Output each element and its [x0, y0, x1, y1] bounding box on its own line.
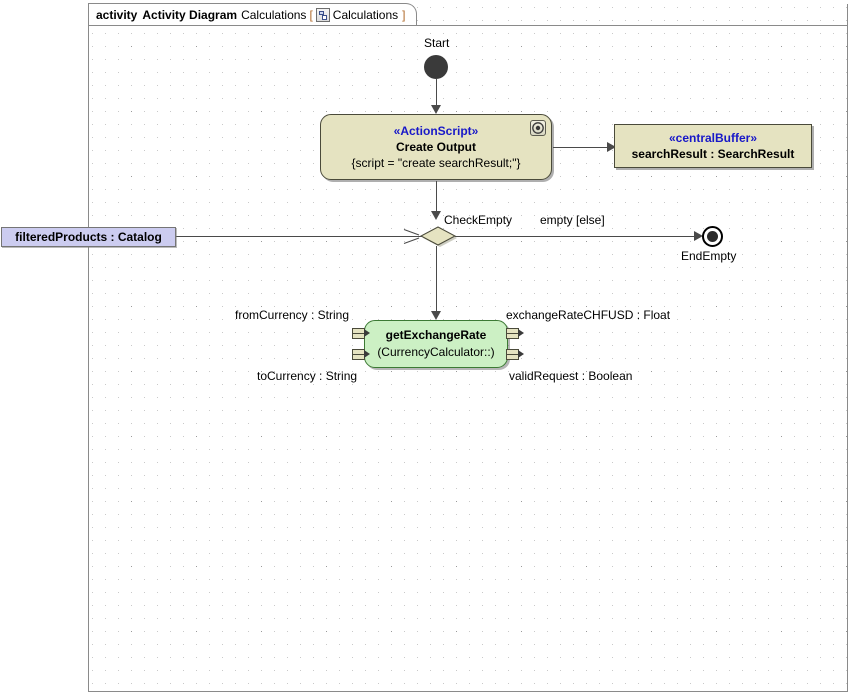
decision-guard-label: empty [else]: [540, 213, 605, 227]
output-pin-label-exchange-rate: exchangeRateCHFUSD : Float: [506, 308, 671, 322]
input-pin-from-currency-arrow: [364, 329, 370, 337]
create-output-stereotype: «ActionScript»: [393, 123, 479, 138]
central-buffer-node[interactable]: «centralBuffer» searchResult : SearchRes…: [614, 124, 812, 168]
start-label: Start: [424, 36, 450, 50]
central-buffer-name: searchResult : SearchResult: [631, 146, 795, 161]
input-pin-to-currency-arrow: [364, 350, 370, 358]
bracket-close: ]: [402, 7, 406, 22]
edge-get-exchange-rate-arrowhead: [431, 311, 441, 320]
create-output-name: Create Output: [395, 139, 476, 154]
decision-label-check-empty: CheckEmpty: [444, 213, 513, 227]
edge-start-to-create-output: [436, 79, 437, 107]
diagram-context-name[interactable]: Calculations: [332, 7, 399, 22]
diagram-keyword: activity: [96, 7, 138, 22]
action-node-create-output[interactable]: «ActionScript» Create Output {script = "…: [320, 114, 552, 180]
edge-decision-arrowhead: [431, 211, 441, 220]
central-buffer-stereotype: «centralBuffer»: [668, 130, 758, 145]
final-node-end-empty[interactable]: [702, 226, 723, 247]
edge-start-arrowhead: [431, 105, 441, 114]
end-empty-label: EndEmpty: [681, 249, 737, 263]
input-pin-label-from-currency: fromCurrency : String: [235, 308, 350, 322]
output-pin-label-valid-request: validRequest : Boolean: [509, 369, 633, 383]
call-behavior-action-get-exchange-rate[interactable]: getExchangeRate (CurrencyCalculator::): [364, 320, 508, 368]
edge-create-output-to-buffer: [553, 147, 610, 148]
edge-end-empty-arrowhead: [694, 231, 703, 241]
output-pin-exchange-rate-arrow: [518, 329, 524, 337]
edge-buffer-arrowhead: [607, 142, 616, 152]
diagram-type-label: Activity Diagram: [142, 7, 238, 22]
edge-decision-to-end-empty: [455, 236, 698, 237]
diagram-frame: [88, 4, 848, 692]
filtered-products-label: filteredProducts : Catalog: [15, 230, 162, 244]
script-badge-icon[interactable]: [530, 120, 546, 136]
edge-filtered-products-to-decision: [176, 236, 422, 237]
get-exchange-rate-name: getExchangeRate: [385, 328, 487, 342]
decision-node-check-empty[interactable]: [418, 224, 457, 247]
diagram-frame-top-edge: [88, 25, 848, 26]
output-pin-valid-request-arrow: [518, 350, 524, 358]
edge-create-output-to-decision: [436, 181, 437, 213]
input-pin-label-to-currency: toCurrency : String: [257, 369, 358, 383]
bracket-open: [: [309, 7, 313, 22]
edge-decision-to-get-exchange-rate: [436, 246, 437, 314]
initial-node-start[interactable]: [424, 55, 448, 79]
get-exchange-rate-behavior: (CurrencyCalculator::): [377, 345, 495, 359]
create-output-property: {script = "create searchResult;"}: [351, 155, 521, 170]
diagram-title-tab[interactable]: activity Activity Diagram Calculations […: [88, 3, 417, 25]
diagram-name: Calculations: [241, 7, 307, 22]
object-node-filtered-products[interactable]: filteredProducts : Catalog: [1, 227, 176, 247]
activity-diagram-icon: [315, 7, 330, 22]
